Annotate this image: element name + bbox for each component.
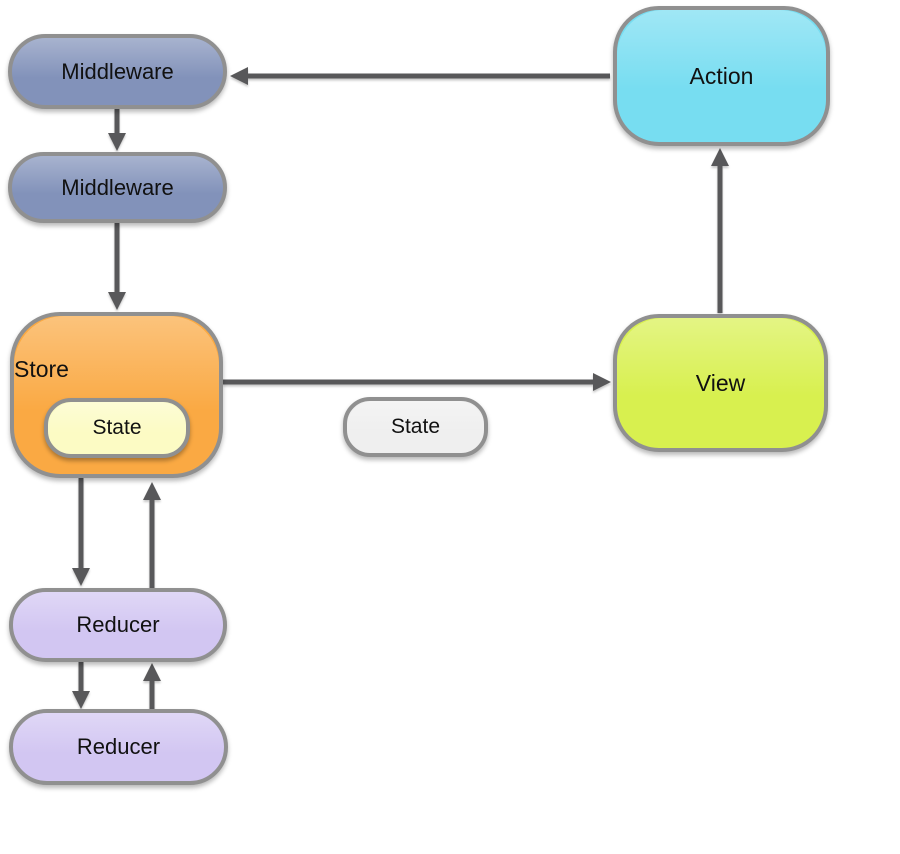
node-middleware-2: Middleware: [8, 152, 227, 223]
arrow-store-to-reducer1: [72, 478, 90, 586]
middleware-2-label: Middleware: [61, 174, 174, 200]
arrow-reducer2-to-reducer1: [143, 663, 161, 709]
arrow-action-to-middleware1: [230, 67, 610, 85]
action-label: Action: [689, 62, 754, 89]
node-store-state: State: [44, 398, 190, 458]
node-reducer-1: Reducer: [9, 588, 227, 662]
view-label: View: [695, 369, 746, 396]
store-label: Store: [14, 356, 69, 382]
node-state: State: [343, 397, 488, 457]
middleware-1-label: Middleware: [61, 58, 174, 84]
store-state-label: State: [92, 416, 142, 439]
reducer-1-label: Reducer: [76, 612, 160, 637]
node-reducer-2: Reducer: [9, 709, 228, 785]
arrow-view-to-action: [711, 148, 729, 313]
state-label: State: [390, 415, 441, 438]
arrow-middleware1-to-middleware2: [108, 109, 126, 151]
node-view: View: [613, 314, 828, 452]
node-action: Action: [613, 6, 830, 146]
arrow-middleware2-to-store: [108, 223, 126, 310]
arrow-reducer1-to-store: [143, 482, 161, 588]
arrow-reducer1-to-reducer2: [72, 662, 90, 709]
reducer-2-label: Reducer: [76, 734, 161, 759]
node-middleware-1: Middleware: [8, 34, 227, 109]
arrow-store-to-view: [223, 373, 611, 391]
